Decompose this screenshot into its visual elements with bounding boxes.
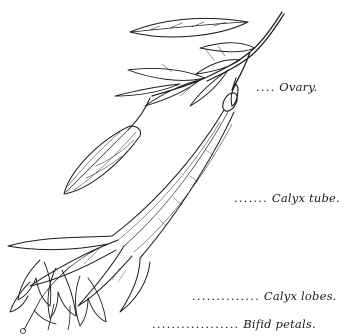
shading-hatch — [58, 248, 126, 282]
calyx-tube-label-text: Calyx tube. — [272, 191, 340, 205]
bifid-petals-label-text: Bifid petals. — [243, 317, 316, 331]
stem-leaves — [115, 43, 255, 106]
calyx-tube-label: ....... Calyx tube. — [234, 193, 340, 205]
ovary — [220, 78, 240, 114]
bifid-petals-leader: .................. — [152, 317, 239, 331]
calyx-lobes-label: .............. Calyx lobes. — [192, 291, 337, 303]
ovary-leader: .... — [256, 80, 275, 94]
bifid-petals-label: .................. Bifid petals. — [152, 319, 316, 331]
calyx-lobes-label-text: Calyx lobes. — [264, 289, 337, 303]
ovary-label: .... Ovary. — [256, 82, 317, 94]
bifid-petals — [10, 260, 106, 326]
calyx-lobes — [8, 236, 150, 312]
calyx-tube — [112, 110, 234, 258]
side-bud — [64, 98, 150, 194]
calyx-lobes-leader: .............. — [192, 289, 260, 303]
calyx-tube-leader: ....... — [234, 191, 268, 205]
style-and-stamens — [21, 300, 71, 334]
top-leaf — [130, 18, 248, 37]
ovary-label-text: Ovary. — [279, 80, 317, 94]
